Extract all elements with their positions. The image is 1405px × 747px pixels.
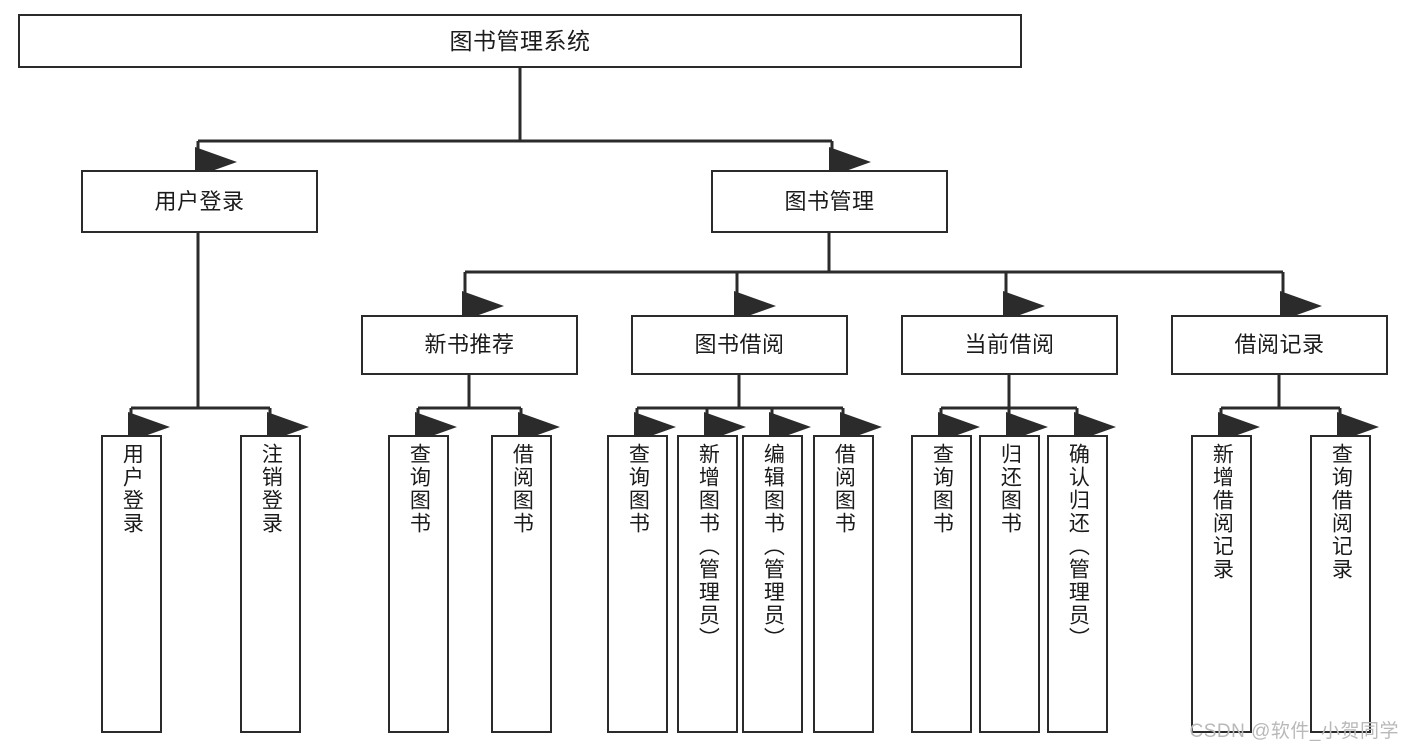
node-leaf-user-logout[interactable]: 注销登录 bbox=[240, 435, 301, 733]
node-leaf-query-book-2-label: 查询图书 bbox=[626, 443, 650, 535]
node-leaf-borrow-book-1[interactable]: 借阅图书 bbox=[491, 435, 552, 733]
node-leaf-query-book-3-label: 查询图书 bbox=[930, 443, 954, 535]
node-user-login-label: 用户登录 bbox=[154, 188, 245, 214]
node-leaf-add-book-label: 新增图书（管理员） bbox=[696, 443, 720, 650]
node-leaf-edit-book-label: 编辑图书（管理员） bbox=[761, 443, 785, 650]
node-user-login[interactable]: 用户登录 bbox=[81, 170, 318, 233]
node-leaf-add-record[interactable]: 新增借阅记录 bbox=[1191, 435, 1252, 733]
node-leaf-confirm-return[interactable]: 确认归还（管理员） bbox=[1047, 435, 1108, 733]
node-leaf-user-login-label: 用户登录 bbox=[120, 443, 144, 535]
node-leaf-query-record[interactable]: 查询借阅记录 bbox=[1310, 435, 1371, 733]
node-leaf-borrow-book-1-label: 借阅图书 bbox=[510, 443, 534, 535]
node-leaf-user-login[interactable]: 用户登录 bbox=[101, 435, 162, 733]
node-leaf-query-record-label: 查询借阅记录 bbox=[1329, 443, 1353, 581]
node-new-book-rec[interactable]: 新书推荐 bbox=[361, 315, 578, 375]
node-leaf-borrow-book-2-label: 借阅图书 bbox=[832, 443, 856, 535]
node-leaf-confirm-return-label: 确认归还（管理员） bbox=[1066, 443, 1090, 650]
node-new-book-rec-label: 新书推荐 bbox=[424, 332, 515, 358]
node-current-borrow[interactable]: 当前借阅 bbox=[901, 315, 1118, 375]
node-leaf-return-book-label: 归还图书 bbox=[998, 443, 1022, 535]
node-borrow-record[interactable]: 借阅记录 bbox=[1171, 315, 1388, 375]
node-book-manage-label: 图书管理 bbox=[784, 188, 875, 214]
node-leaf-query-book-3[interactable]: 查询图书 bbox=[911, 435, 972, 733]
node-leaf-return-book[interactable]: 归还图书 bbox=[979, 435, 1040, 733]
node-leaf-query-book-1-label: 查询图书 bbox=[407, 443, 431, 535]
node-leaf-add-book[interactable]: 新增图书（管理员） bbox=[677, 435, 738, 733]
node-book-borrow-label: 图书借阅 bbox=[694, 332, 785, 358]
node-leaf-borrow-book-2[interactable]: 借阅图书 bbox=[813, 435, 874, 733]
node-leaf-user-logout-label: 注销登录 bbox=[259, 443, 283, 535]
node-book-manage[interactable]: 图书管理 bbox=[711, 170, 948, 233]
node-leaf-query-book-2[interactable]: 查询图书 bbox=[607, 435, 668, 733]
node-current-borrow-label: 当前借阅 bbox=[964, 332, 1055, 358]
node-book-borrow[interactable]: 图书借阅 bbox=[631, 315, 848, 375]
node-leaf-add-record-label: 新增借阅记录 bbox=[1210, 443, 1234, 581]
node-leaf-edit-book[interactable]: 编辑图书（管理员） bbox=[742, 435, 803, 733]
node-borrow-record-label: 借阅记录 bbox=[1234, 332, 1325, 358]
node-root[interactable]: 图书管理系统 bbox=[18, 14, 1022, 68]
watermark: CSDN @软件_小贺同学 bbox=[1189, 721, 1399, 742]
node-root-label: 图书管理系统 bbox=[449, 27, 591, 54]
node-leaf-query-book-1[interactable]: 查询图书 bbox=[388, 435, 449, 733]
